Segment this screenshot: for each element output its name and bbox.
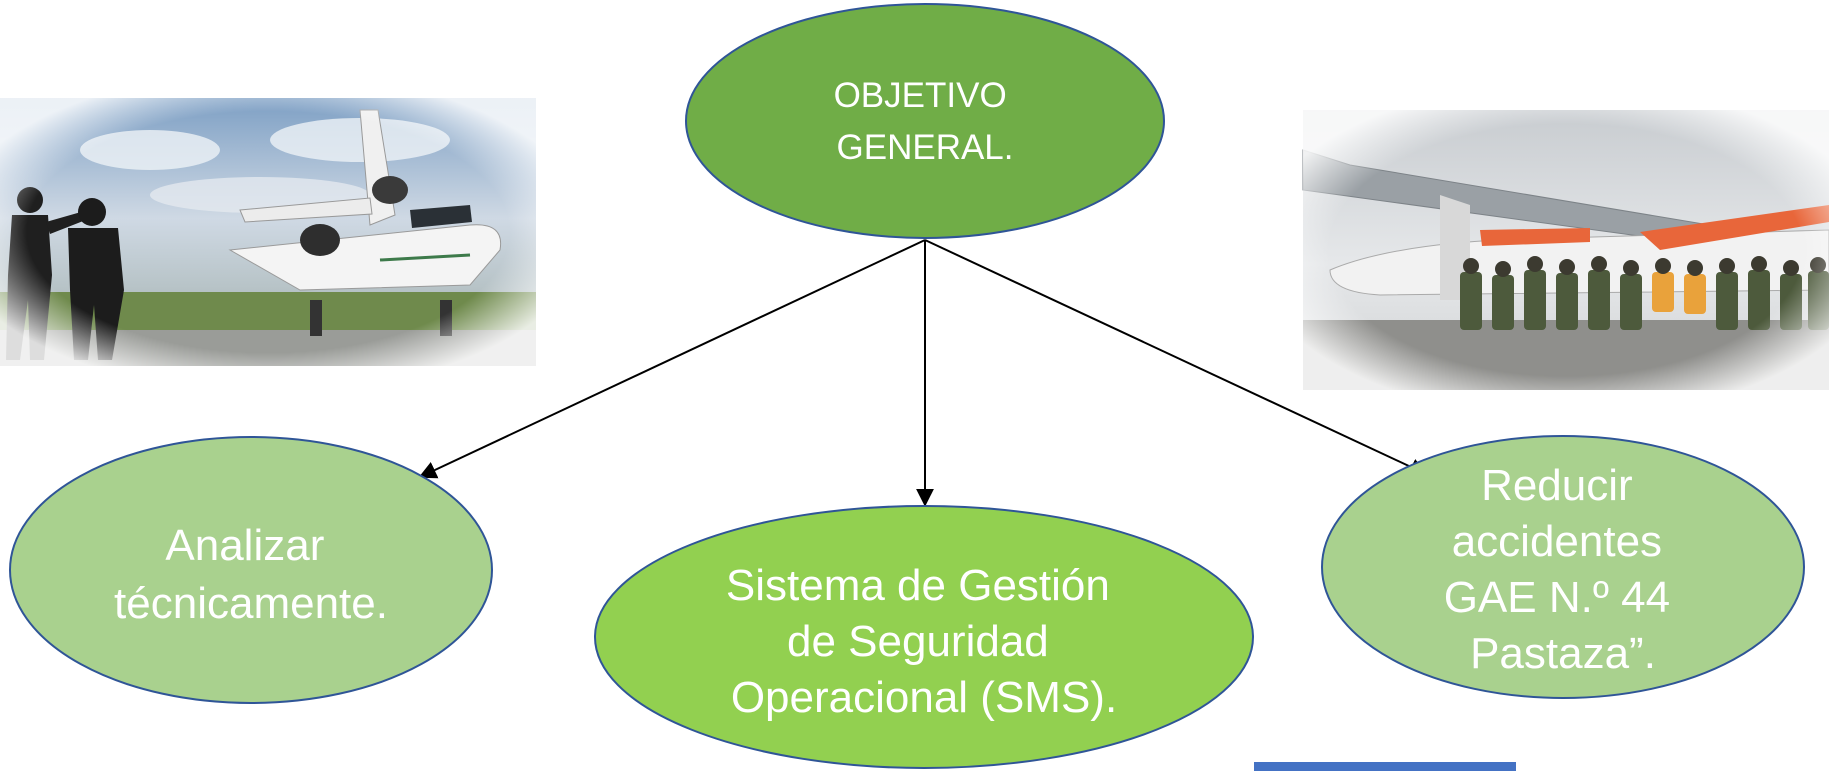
node-ellipse bbox=[1321, 435, 1805, 699]
node-root-line-2: GENERAL. bbox=[837, 128, 1014, 167]
node-left-line-2: técnicamente. bbox=[114, 579, 388, 628]
photo-aircraft-crew bbox=[1302, 110, 1829, 390]
node-center-line-2: de Seguridad bbox=[787, 617, 1049, 666]
node-ellipse bbox=[9, 436, 493, 704]
node-objetivo-general: OBJETIVO GENERAL. bbox=[685, 3, 1165, 239]
node-analizar: Analizar técnicamente. bbox=[9, 436, 493, 704]
node-right-line-1: Reducir bbox=[1481, 461, 1633, 510]
node-sms: Sistema de Gestión de Seguridad Operacio… bbox=[594, 505, 1254, 769]
node-left-line-1: Analizar bbox=[165, 521, 324, 570]
node-right-line-4: Pastaza”. bbox=[1470, 629, 1656, 678]
node-ellipse bbox=[685, 3, 1165, 239]
node-root-line-1: OBJETIVO bbox=[834, 76, 1007, 115]
connector-left bbox=[418, 239, 926, 479]
node-reducir: Reducir accidentes GAE N.º 44 Pastaza”. bbox=[1321, 435, 1805, 699]
node-right-line-3: GAE N.º 44 bbox=[1444, 573, 1670, 622]
connectors bbox=[418, 239, 1428, 507]
node-center-line-1: Sistema de Gestión bbox=[726, 561, 1110, 610]
svg-text:OBJETIVO GENERAL.: OBJETIVO GENERAL. bbox=[834, 76, 1017, 167]
svg-text:Sistema de Gestión de: Sistema de Gestión de Seguridad Operacio… bbox=[726, 561, 1122, 722]
photo-business-jet bbox=[0, 98, 536, 366]
node-right-line-2: accidentes bbox=[1452, 517, 1662, 566]
node-ellipse bbox=[594, 505, 1254, 769]
connector-right bbox=[924, 239, 1428, 476]
footer-accent-bar bbox=[1254, 762, 1516, 771]
svg-text:Analizar técnicamente.: Analizar técnicamente. bbox=[114, 521, 388, 628]
node-center-line-3: Operacional (SMS). bbox=[731, 673, 1117, 722]
svg-text:Reducir accidentes: Reducir accidentes GAE N.º 44 Pastaza”. bbox=[1444, 461, 1683, 678]
